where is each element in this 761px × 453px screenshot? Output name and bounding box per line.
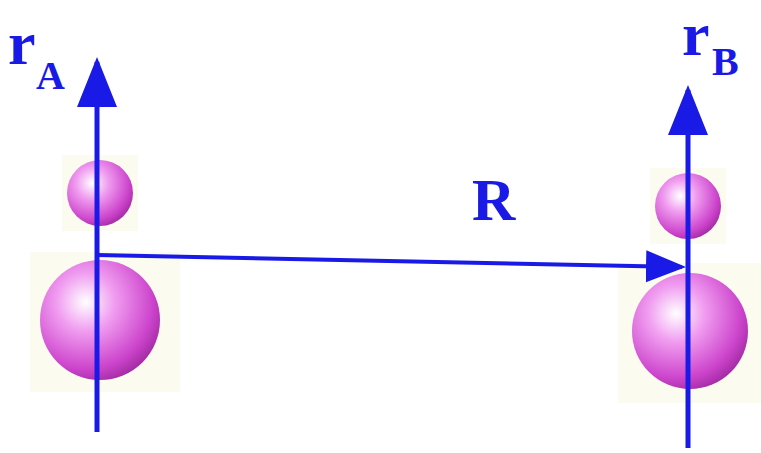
axis-arrow	[95, 62, 100, 432]
small-atom	[67, 160, 133, 226]
vector-subscript: B	[712, 42, 739, 82]
axis-arrow	[686, 90, 691, 448]
vector-subscript: A	[36, 56, 65, 96]
vector-symbol: r	[8, 12, 36, 74]
sphere-ground	[62, 155, 138, 231]
separation-arrow	[97, 255, 682, 267]
vector-symbol: R	[472, 170, 515, 230]
vector-symbol: r	[682, 3, 710, 65]
large-atom	[40, 260, 160, 380]
sphere-ground	[30, 252, 180, 392]
